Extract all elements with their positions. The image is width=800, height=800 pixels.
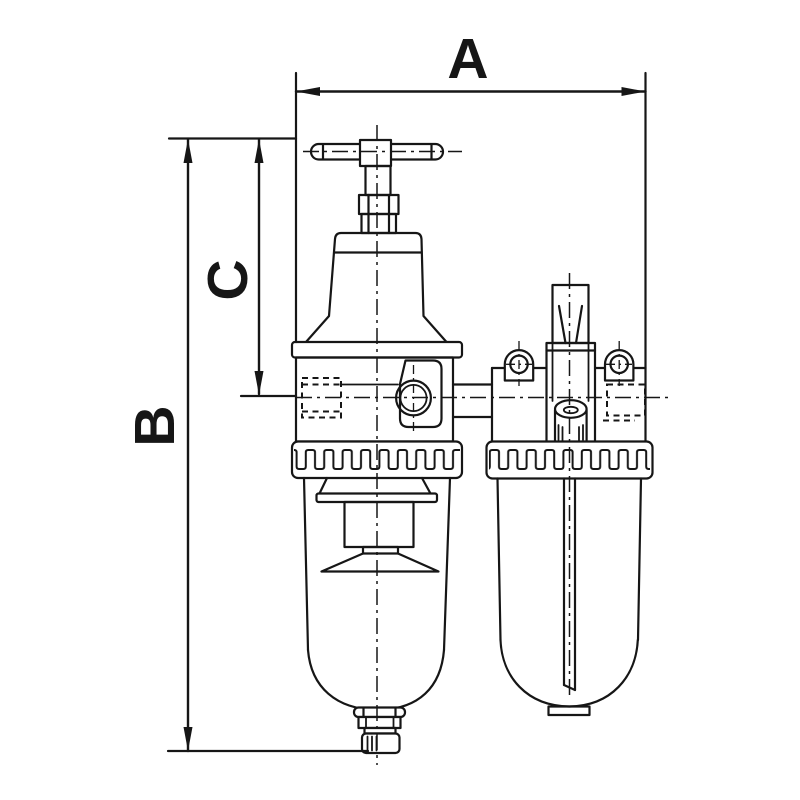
dim-c-arrow-bottom xyxy=(254,371,264,395)
connection-nipple xyxy=(451,383,494,419)
mounting-ear-right xyxy=(603,341,635,386)
adjustment-stem xyxy=(364,164,392,235)
drain-valve xyxy=(352,706,407,755)
sight-feed-cylinder xyxy=(553,399,588,443)
dim-c-label: C xyxy=(196,259,260,300)
dimension-c: C xyxy=(196,137,298,398)
dim-b-arrow-top xyxy=(183,139,193,163)
dim-a-arrow-right xyxy=(621,87,646,96)
dim-a-label: A xyxy=(447,27,488,91)
dim-b-arrow-bottom xyxy=(183,727,193,751)
outlet-port xyxy=(603,383,646,422)
lubricator-unit xyxy=(451,283,654,717)
mounting-ear-left xyxy=(503,341,535,386)
dimension-b: B xyxy=(123,137,370,753)
deflector-cone xyxy=(320,552,440,573)
dim-b-label: B xyxy=(123,405,187,446)
regulator-unit xyxy=(290,138,464,755)
centerlines xyxy=(296,125,668,765)
filter-internals xyxy=(315,476,440,573)
bowl-foot xyxy=(547,705,591,717)
spring-bonnet xyxy=(304,231,448,344)
sight-dome-housing xyxy=(545,341,597,444)
filter-element xyxy=(343,500,415,549)
oil-bowl xyxy=(496,477,643,717)
gauge-port xyxy=(395,359,443,429)
dim-c-arrow-top xyxy=(254,139,264,163)
lock-nut xyxy=(357,193,400,235)
dimension-a: A xyxy=(294,27,647,370)
fill-plug xyxy=(551,283,590,345)
dim-a-arrow-left xyxy=(296,87,320,96)
